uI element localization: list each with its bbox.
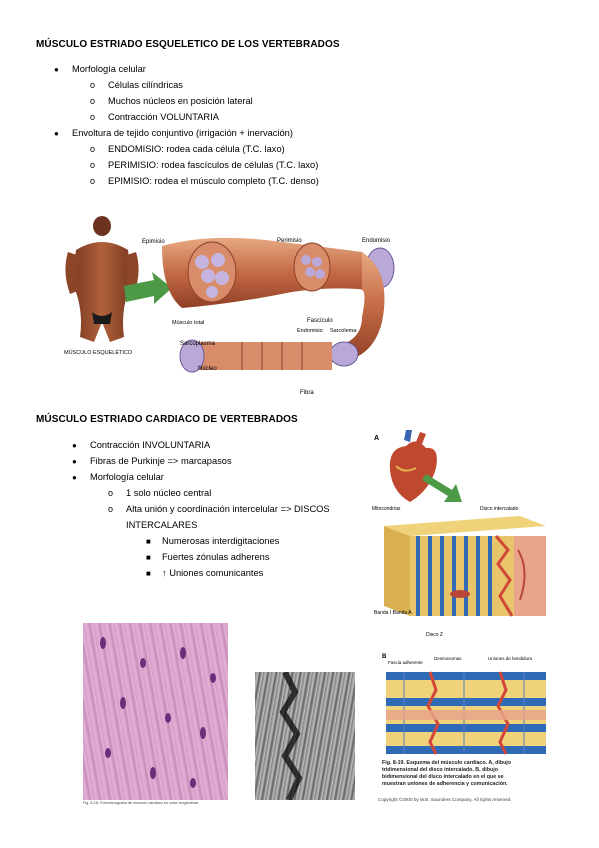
circle-bullet-icon: o (90, 112, 96, 122)
circle-bullet-icon: o (90, 160, 96, 170)
label-endomisio2: Endomisio (297, 328, 323, 334)
label-disco: Disco intercalado (480, 506, 519, 512)
label-musculo-total: Músculo total (172, 320, 204, 326)
label-sarcoplasma: Sarcoplasma (180, 341, 216, 347)
circle-bullet-icon: o (90, 176, 96, 186)
section2-heading: MÚSCULO ESTRIADO CARDIACO DE VERTEBRADOS (36, 414, 298, 425)
square-bullet-icon: ■ (146, 553, 151, 562)
label-disco-z: Disco Z (426, 632, 443, 638)
list-item: Alta unión y coordinación intercelular =… (126, 504, 330, 514)
circle-bullet-icon: o (108, 488, 114, 498)
fascicle-cross-section (187, 241, 237, 303)
list-item: EPIMISIO: rodea el músculo completo (T.C… (108, 176, 319, 186)
label-fibra: Fibra (300, 390, 314, 396)
list-item: Fuertes zónulas adherens (162, 552, 270, 562)
caption-line: bidimensional del disco intercalado en e… (382, 774, 504, 780)
label-nucleo: Núcleo (198, 366, 217, 372)
intercalated-disc-2d-diagram: B Fascia adherente Desmosomas Uniones de… (382, 654, 546, 755)
list-item: Contracción VOLUNTARIA (108, 112, 219, 122)
arrow-icon (124, 272, 172, 304)
morfologia-label: Morfología celular (72, 64, 146, 74)
list-item: Fibras de Purkinje => marcapasos (90, 456, 232, 466)
circle-bullet-icon: o (108, 504, 114, 514)
bullet-icon: ● (72, 473, 77, 482)
label-sarcolema: Sarcolema (330, 328, 357, 334)
list-item: Muchos núcleos en posición lateral (108, 96, 253, 106)
label-fasciculo: Fascículo (307, 318, 333, 324)
heart-icon (389, 430, 437, 502)
list-item: Numerosas interdigitaciones (162, 536, 280, 546)
label-musculo-esqueletico: MÚSCULO ESQUELÉTICO (64, 349, 133, 356)
list-item: ↑ Uniones comunicantes (162, 568, 264, 578)
bullet-icon: ● (54, 129, 59, 138)
label-uniones: Uniones de hendidura (488, 656, 533, 661)
list-item: Morfología celular (90, 472, 164, 482)
bullet-icon: ● (72, 457, 77, 466)
bodybuilder-figure (65, 216, 139, 342)
skeletal-muscle-illustration: Epimisio Perimisio Endomisio Músculo tot… (64, 216, 395, 396)
cardiac-3d-diagram: A Mitocondrias Disco intercalado Banda I… (372, 430, 546, 638)
label-a: A (374, 435, 379, 442)
copyright-notice: Copyright ©2000 by W.B. Saunders Company… (378, 797, 512, 802)
label-epimisio: Epimisio (142, 239, 165, 245)
label-mitocondrias: Mitocondrias (372, 506, 401, 512)
bullet-icon: ● (72, 441, 77, 450)
cardiac-micrograph-he (83, 623, 228, 800)
label-fascia: Fascia adherente (388, 660, 423, 665)
label-b: B (382, 654, 387, 660)
section1-heading: MÚSCULO ESTRIADO ESQUELETICO DE LOS VERT… (36, 39, 340, 50)
list-item: ENDOMISIO: rodea cada célula (T.C. laxo) (108, 144, 285, 154)
label-endomisio: Endomisio (362, 238, 391, 244)
label-banda: Banda I Banda A (374, 610, 412, 616)
square-bullet-icon: ■ (146, 537, 151, 546)
list-item: PERIMISIO: rodea fascículos de células (… (108, 160, 319, 170)
label-perimisio: Perimisio (277, 238, 302, 244)
envoltura-label: Envoltura de tejido conjuntivo (irrigaci… (72, 128, 293, 138)
micrograph-caption: Fig. 8-18. Fotomicrografía de músculo ca… (83, 801, 199, 805)
caption-line: tridimensional del disco intercalado. B,… (382, 767, 498, 773)
circle-bullet-icon: o (90, 144, 96, 154)
bullet-icon: ● (54, 65, 59, 74)
caption-line: muestran uniones de adherencia y comunic… (382, 781, 508, 787)
list-item-continuation: INTERCALARES (126, 520, 198, 530)
square-bullet-icon: ■ (146, 569, 151, 578)
circle-bullet-icon: o (90, 96, 96, 106)
figure3-caption: Fig. 8-19. Esquema del músculo cardíaco.… (382, 760, 552, 788)
circle-bullet-icon: o (90, 80, 96, 90)
caption-line: Fig. 8-19. Esquema del músculo cardíaco.… (382, 760, 512, 766)
list-item: 1 solo núcleo central (126, 488, 212, 498)
label-desmosomas: Desmosomas (434, 656, 462, 661)
list-item: Contracción INVOLUNTARIA (90, 440, 211, 450)
list-item: Células cilíndricas (108, 80, 183, 90)
cardiac-electron-micrograph (255, 672, 355, 800)
arrow-icon (422, 474, 462, 502)
